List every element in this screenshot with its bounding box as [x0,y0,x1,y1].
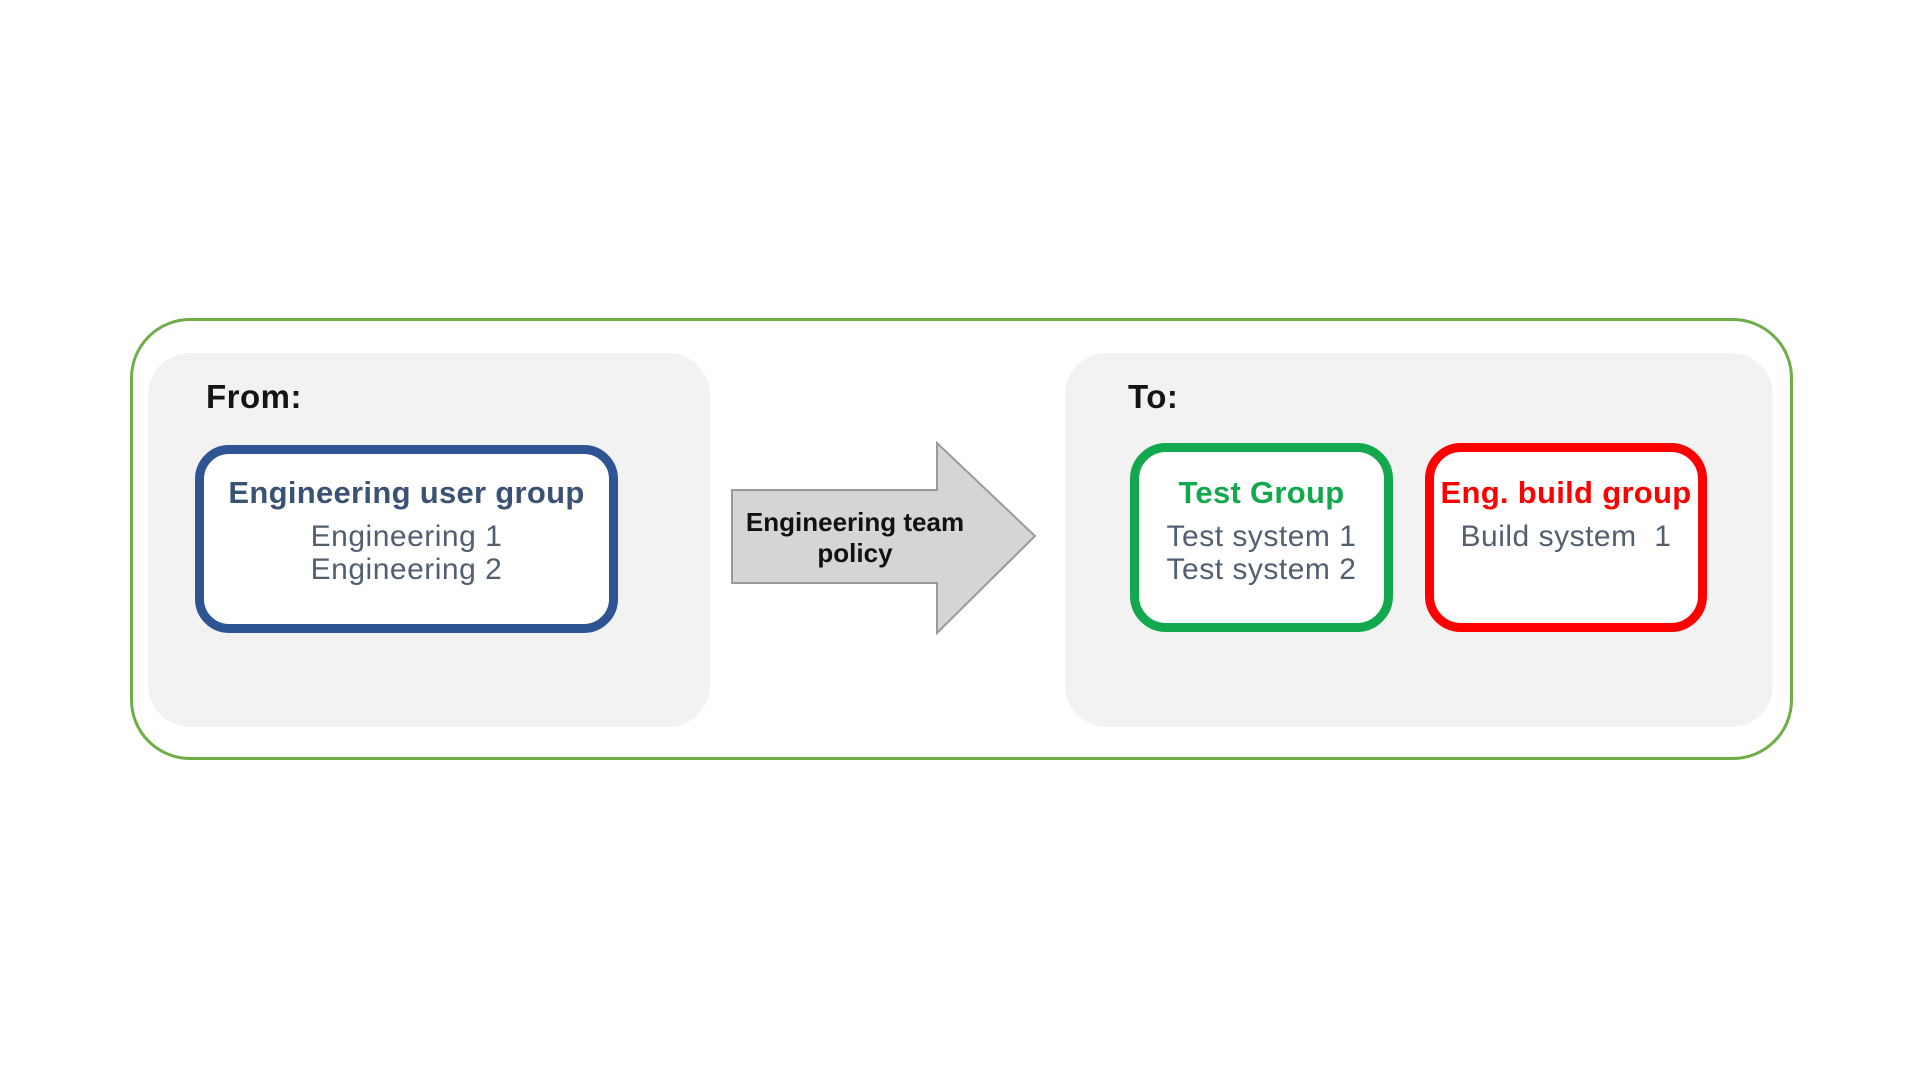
build-group-member-1: Build system 1 [1460,520,1672,553]
test-group-box: Test Group Test system 1 Test system 2 [1130,443,1393,632]
block-arrow-polygon [731,441,1037,635]
engineering-user-group-title: Engineering user group [228,475,585,510]
engineering-user-group-box: Engineering user group Engineering 1 Eng… [195,445,618,633]
user-group-member-1: Engineering 1 [310,520,503,553]
from-section-label: From: [206,378,302,415]
policy-arrow-label: Engineering team policy [735,496,975,580]
test-group-member-2: Test system 2 [1166,553,1357,586]
eng-build-group-title: Eng. build group [1440,475,1692,510]
to-section-label: To: [1128,378,1179,415]
user-group-member-2: Engineering 2 [310,553,503,586]
test-group-title: Test Group [1178,475,1345,510]
eng-build-group-box: Eng. build group Build system 1 [1425,443,1707,632]
policy-arrow-label-line2: policy [817,538,893,568]
policy-arrow-shape [731,441,1037,635]
policy-arrow-label-line1: Engineering team [745,507,965,537]
test-group-member-1: Test system 1 [1166,520,1357,553]
